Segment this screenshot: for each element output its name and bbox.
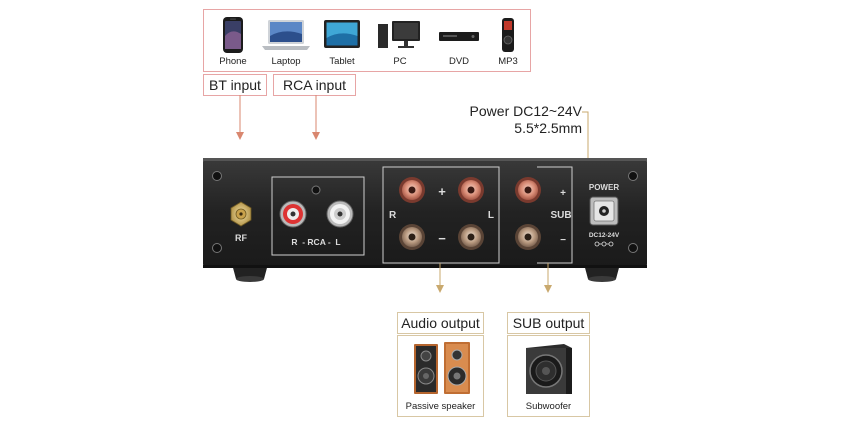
passive-speaker-caption: Passive speaker bbox=[405, 401, 476, 412]
plus-label: + bbox=[438, 184, 446, 199]
source-label: DVD bbox=[448, 56, 470, 67]
rf-label: RF bbox=[235, 233, 247, 243]
source-phone: Phone bbox=[208, 16, 258, 67]
sub-minus-label: − bbox=[560, 235, 566, 246]
passive-speaker-box: Passive speaker bbox=[397, 335, 484, 417]
power-spec-label: Power DC12~24V 5.5*2.5mm bbox=[442, 103, 582, 137]
amp-feet bbox=[232, 264, 620, 282]
dc-voltage-label: DC12-24V bbox=[589, 232, 620, 239]
subwoofer-box: Subwoofer bbox=[507, 335, 590, 417]
dvd-player-icon bbox=[439, 32, 479, 41]
source-label: PC bbox=[393, 56, 407, 67]
binding-post-r-plus bbox=[399, 177, 425, 203]
binding-post-sub-plus bbox=[515, 177, 541, 203]
binding-post-l-plus bbox=[458, 177, 484, 203]
rca-arrow bbox=[312, 95, 320, 140]
right-channel-label: R bbox=[389, 210, 397, 221]
rf-antenna-jack bbox=[230, 201, 252, 227]
minus-label: − bbox=[438, 231, 446, 246]
passive-speaker-icon bbox=[414, 342, 470, 394]
subwoofer-caption: Subwoofer bbox=[525, 401, 572, 412]
speaker-output-outline bbox=[382, 166, 500, 264]
power-dc-jack bbox=[589, 196, 619, 226]
power-panel-label: POWER bbox=[589, 183, 619, 192]
laptop-icon bbox=[262, 20, 310, 50]
power-spec-line1: Power DC12~24V bbox=[469, 103, 582, 119]
source-mp3: MP3 bbox=[484, 16, 532, 67]
rca-jack-right bbox=[279, 200, 307, 228]
audio-output-label: Audio output bbox=[397, 312, 484, 334]
phone-icon bbox=[223, 17, 243, 53]
bt-arrow bbox=[236, 95, 244, 140]
sub-output-label: SUB output bbox=[507, 312, 590, 334]
source-dvd: DVD bbox=[430, 16, 488, 67]
panel-screws bbox=[212, 171, 638, 253]
mp3-player-icon bbox=[502, 18, 514, 52]
tablet-icon bbox=[324, 20, 360, 48]
sub-output-outline bbox=[537, 166, 573, 264]
rca-panel-label: R - RCA - L bbox=[291, 237, 340, 247]
source-label: MP3 bbox=[498, 56, 518, 67]
rca-jack-left bbox=[326, 200, 354, 228]
binding-post-r-minus bbox=[399, 224, 425, 250]
source-label: Tablet bbox=[329, 56, 355, 67]
rca-input-label: RCA input bbox=[273, 74, 356, 96]
bt-input-label: BT input bbox=[203, 74, 267, 96]
audio-output-arrow bbox=[436, 263, 444, 293]
source-laptop: Laptop bbox=[256, 16, 316, 67]
left-channel-label: L bbox=[488, 210, 494, 221]
power-spec-line2: 5.5*2.5mm bbox=[514, 120, 582, 136]
source-devices-box: Phone Laptop Tablet PC bbox=[203, 9, 531, 72]
binding-post-l-minus bbox=[458, 224, 484, 250]
rca-group-outline bbox=[271, 176, 365, 256]
sub-panel-label: SUB bbox=[550, 210, 571, 221]
pc-icon bbox=[378, 21, 420, 48]
source-tablet: Tablet bbox=[312, 16, 372, 67]
polarity-icon bbox=[594, 241, 614, 247]
sub-output-arrow bbox=[544, 263, 552, 293]
amp-back-panel bbox=[203, 158, 647, 268]
source-label: Laptop bbox=[271, 56, 301, 67]
subwoofer-icon bbox=[526, 344, 572, 394]
binding-post-sub-minus bbox=[515, 224, 541, 250]
sub-plus-label: + bbox=[560, 188, 566, 199]
source-pc: PC bbox=[370, 16, 430, 67]
source-label: Phone bbox=[219, 56, 247, 67]
